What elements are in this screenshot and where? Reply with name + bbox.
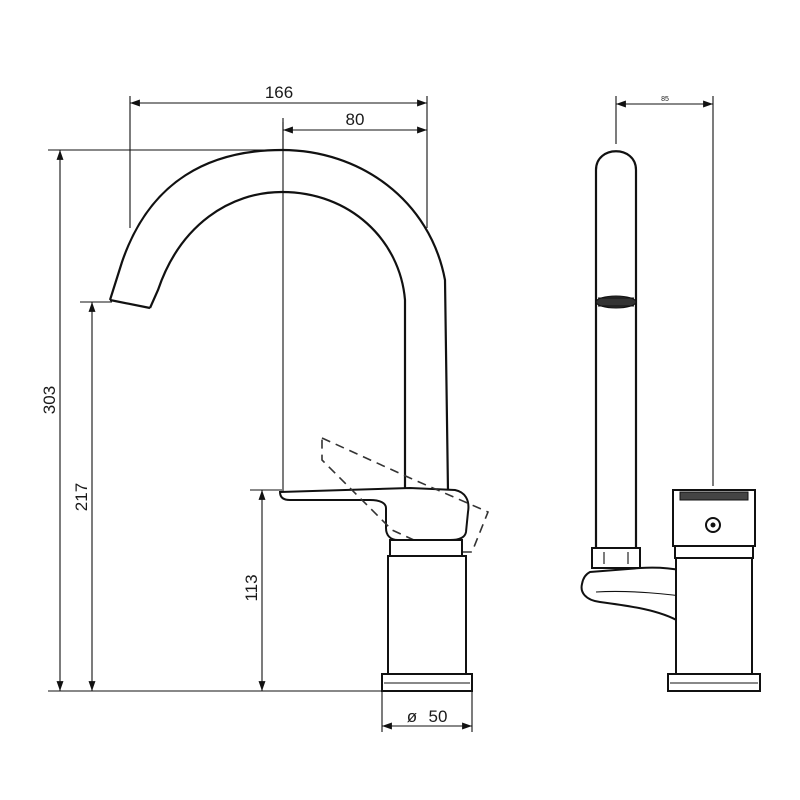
- side-body-collar: [674, 545, 754, 559]
- front-view: [108, 118, 490, 692]
- spout-outlet: [109, 298, 151, 310]
- dim-handle-height: 113: [242, 574, 261, 601]
- spout-inner-curve: [148, 190, 407, 492]
- side-spout-collar: [591, 547, 641, 569]
- side-aerator: [595, 295, 637, 309]
- side-body: [675, 557, 753, 675]
- body-collar: [389, 539, 463, 557]
- dim-diameter-symbol: ø: [407, 707, 417, 726]
- dim-base-diameter: 50: [429, 707, 448, 726]
- dim-side-width: 85: [661, 96, 669, 103]
- dim-spout-reach: 80: [346, 110, 365, 129]
- dim-spout-height: 217: [72, 483, 91, 511]
- side-spout-tube: [594, 150, 638, 550]
- front-dimensions: 166 80 303 217 113 ø 50: [40, 83, 473, 732]
- side-dimensions: 85: [615, 96, 714, 486]
- spout-outer-curve: [108, 148, 450, 493]
- side-body-head-top: [679, 491, 749, 501]
- dim-total-height: 303: [40, 386, 59, 414]
- side-view: [580, 150, 761, 692]
- faucet-body: [387, 555, 467, 675]
- dim-overall-width: 166: [265, 83, 293, 102]
- lever-handle: [278, 486, 470, 541]
